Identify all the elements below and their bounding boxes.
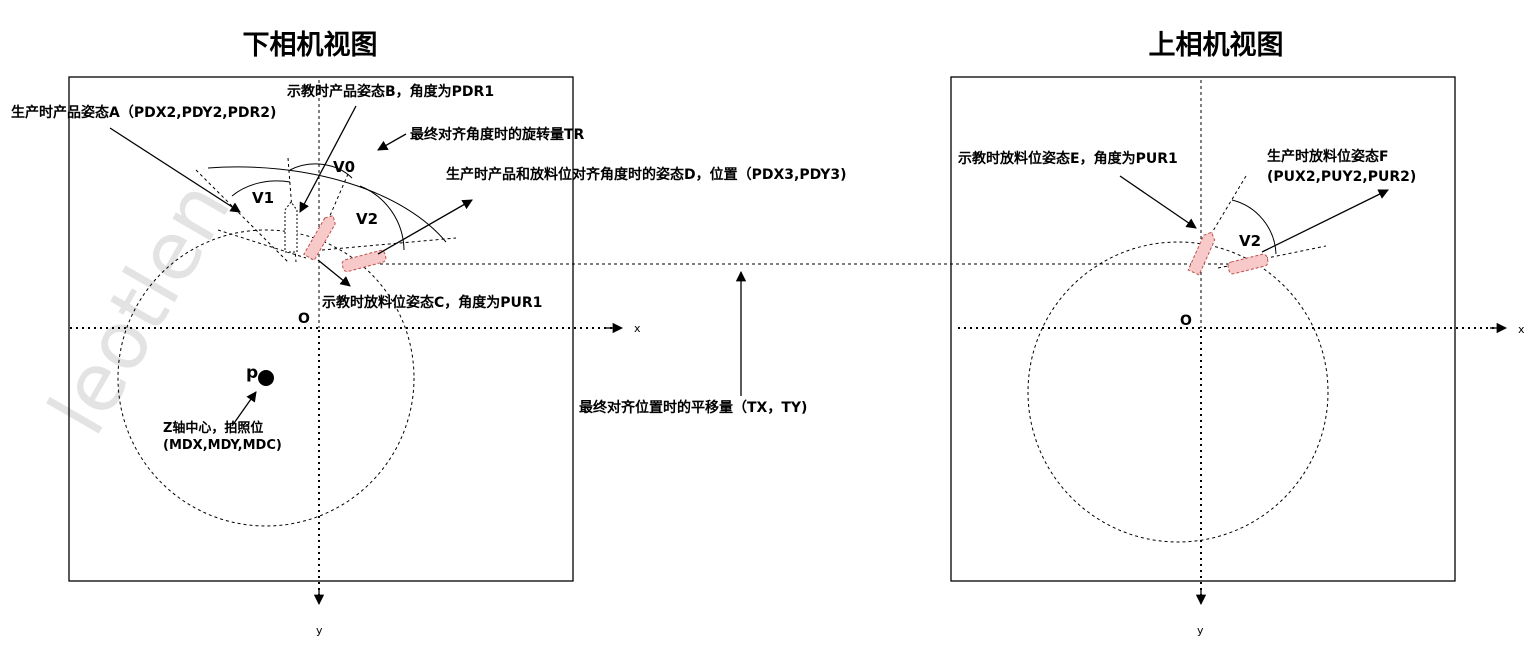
pose-b-part	[284, 201, 298, 253]
pose-d-part	[341, 249, 387, 273]
upper-rotation-circle	[1027, 241, 1329, 543]
upper-x-label: x	[1518, 323, 1525, 336]
pose-d-label: 生产时产品和放料位对齐角度时的姿态D，位置（PDX3,PDY3)	[446, 166, 847, 183]
v2-arc-lower	[359, 185, 405, 251]
upper-origin-label: O	[1180, 313, 1192, 329]
v1-label: V1	[252, 189, 274, 207]
v2-label-lower: V2	[356, 210, 378, 228]
z-center-point	[258, 370, 274, 386]
upper-view-title: 上相机视图	[1149, 30, 1284, 61]
z-center-coords: (MDX,MDY,MDC)	[163, 438, 282, 453]
upper-y-label: y	[1197, 624, 1204, 637]
lower-x-label: x	[634, 322, 641, 335]
pose-f-coords: (PUX2,PUY2,PUR2)	[1267, 169, 1416, 185]
lower-rotation-circle	[117, 229, 415, 527]
rotation-tr-arc	[207, 166, 447, 243]
translation-label: 最终对齐位置时的平移量（TX，TY)	[579, 399, 807, 416]
pose-a-label: 生产时产品姿态A（PDX2,PDY2,PDR2)	[11, 104, 276, 121]
v0-arc	[289, 163, 353, 179]
point-p-label: p	[246, 363, 258, 383]
lower-y-label: y	[316, 624, 323, 637]
lower-view-title: 下相机视图	[243, 30, 378, 61]
pose-f-label: 生产时放料位姿态F	[1267, 148, 1389, 165]
upper-view-frame	[950, 76, 1456, 582]
z-center-label: Z轴中心，拍照位	[163, 420, 263, 436]
v0-label: V0	[333, 158, 355, 176]
rotation-tr-label: 最终对齐角度时的旋转量TR	[410, 126, 585, 143]
v2-label-upper: V2	[1239, 232, 1261, 250]
pose-c-label: 示教时放料位姿态C，角度为PUR1	[322, 294, 542, 311]
pose-e-label: 示教时放料位姿态E，角度为PUR1	[958, 150, 1178, 167]
v1-arc	[231, 180, 291, 197]
pose-a-part	[303, 215, 336, 262]
pose-e-part	[1187, 231, 1216, 276]
lower-origin-label: O	[298, 311, 310, 327]
lower-view-frame	[68, 76, 574, 582]
watermark: leotlen	[31, 166, 248, 450]
pose-f-part	[1227, 253, 1269, 275]
pose-b-label: 示教时产品姿态B，角度为PDR1	[287, 83, 494, 100]
